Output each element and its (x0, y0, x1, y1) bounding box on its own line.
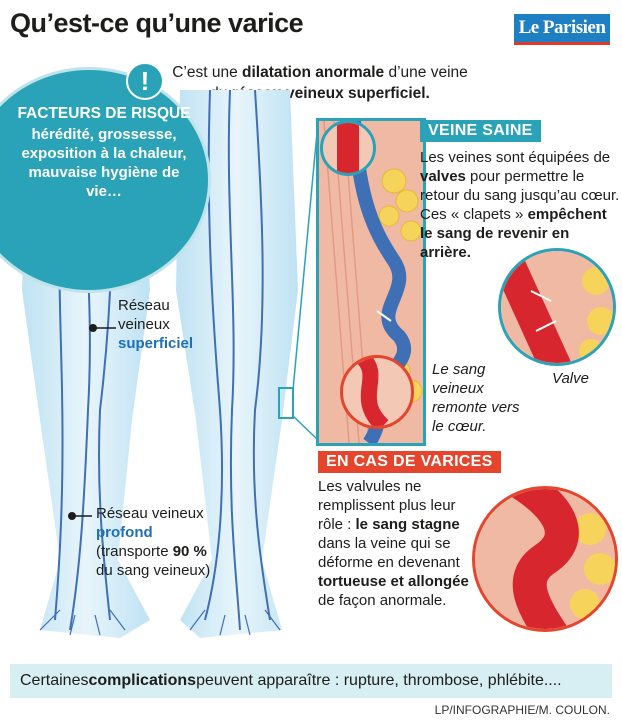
le-parisien-logo: Le Parisien (514, 14, 610, 45)
valve-zoom-small (320, 120, 376, 176)
superficial-bold: superficiel (118, 335, 194, 352)
valve-zoom-large (498, 248, 616, 366)
superficial-line2: veineux (118, 316, 170, 333)
healthy-vein-header: VEINE SAINE (420, 120, 541, 142)
exclamation-icon: ! (126, 62, 164, 100)
superficial-network-label: Réseau veineux superficiel (118, 296, 193, 353)
varicose-text: Les valvules ne remplissent plus leur rô… (318, 478, 469, 609)
deep-line4: du sang veineux) (96, 562, 211, 579)
varicose-zoom-large (472, 486, 618, 632)
deep-line1: Réseau veineux (96, 505, 204, 522)
healthy-vein-text: Les veines sont équipées de valves pour … (420, 149, 620, 261)
risk-factor-text: FACTEURS DE RISQUE hérédité, grossesse, … (14, 104, 194, 201)
superficial-line1: Réseau (118, 297, 170, 314)
complications-footer: Certaines complications peuvent apparaît… (10, 664, 612, 698)
deep-line3: (transporte 90 % (96, 543, 207, 560)
varice-zoom-small (340, 355, 414, 429)
intro-part1: C’est une (172, 64, 243, 81)
intro-bold1: dilatation anormale (242, 64, 385, 81)
deep-bold: profond (96, 524, 153, 541)
blood-flow-note: Le sang veineux remonte vers le cœur. (432, 361, 520, 435)
page-title: Qu’est-ce qu’une varice (10, 8, 304, 38)
risk-body: hérédité, grossesse, exposition à la cha… (21, 126, 187, 200)
deep-network-label: Réseau veineux profond (transporte 90 % … (96, 504, 246, 580)
right-leg (176, 90, 298, 638)
valve-label: Valve (552, 370, 589, 387)
risk-factor-badge (0, 70, 208, 290)
risk-title: FACTEURS DE RISQUE (17, 105, 191, 122)
varicose-header: EN CAS DE VARICES (318, 451, 501, 473)
credit: LP/INFOGRAPHIE/M. COULON. (434, 703, 610, 717)
